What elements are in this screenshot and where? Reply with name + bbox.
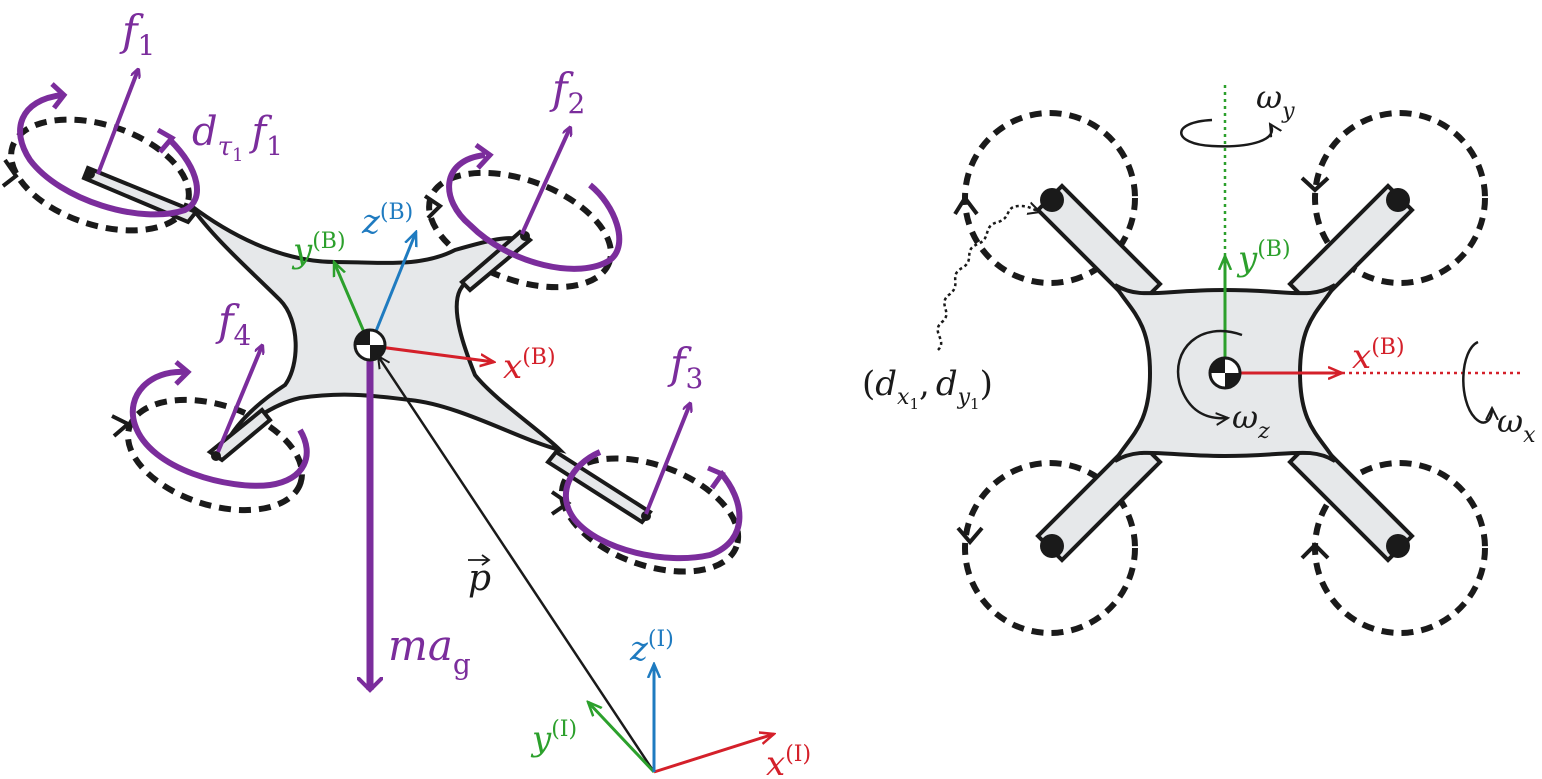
motor-3 xyxy=(641,511,651,521)
top-motor-2 xyxy=(1386,188,1410,212)
force-arrow-f3 xyxy=(644,404,690,515)
right-quadrotor-top-view: x(B) y(B) ωy ωz ωx (dx1,dy1) xyxy=(862,78,1536,636)
top-disk-arrow-2 xyxy=(1300,176,1330,193)
top-motor-1 xyxy=(1040,188,1064,212)
label-gravity: mag xyxy=(388,621,471,681)
body-axis-z xyxy=(368,232,416,347)
inertial-axis-y xyxy=(588,702,656,774)
motor-4 xyxy=(211,451,221,461)
arc-arrowhead-4 xyxy=(174,360,192,386)
label-offset: (dx1,dy1) xyxy=(862,364,993,413)
label-inertial-x: x(I) xyxy=(766,742,811,779)
label-top-y: y(B) xyxy=(1236,237,1291,279)
label-position: p xyxy=(468,554,491,599)
arc-arrowhead-1b xyxy=(156,127,176,154)
label-f2: f2 xyxy=(549,64,585,120)
label-f4: f4 xyxy=(215,296,251,352)
top-rotor-disk-3 xyxy=(962,460,1138,636)
body-axis-x xyxy=(371,344,494,362)
omega-x-ring xyxy=(1462,340,1492,424)
label-body-z: z(B) xyxy=(361,200,413,242)
force-arrow-f1 xyxy=(96,70,138,175)
vector-arrow-icon xyxy=(468,554,491,566)
disk-direction-arrow-4 xyxy=(111,414,132,438)
top-rotor-disk-2 xyxy=(1312,110,1488,286)
label-torque: dτ1f1 xyxy=(192,109,283,166)
force-arrow-f2 xyxy=(520,128,570,235)
top-disk-arrow-3 xyxy=(956,526,984,546)
label-f3: f3 xyxy=(667,339,703,395)
top-motor-3 xyxy=(1040,534,1064,558)
rotor-disk-4 xyxy=(125,396,305,514)
rotation-arcs xyxy=(17,92,743,562)
disk-direction-arrow-1 xyxy=(1,158,19,188)
label-inertial-z: z(I) xyxy=(629,627,674,669)
rotor-disk-3 xyxy=(558,455,742,575)
omega-z-arc xyxy=(1176,329,1243,418)
arc-arrowhead-2 xyxy=(474,142,494,170)
body-frame xyxy=(188,203,567,454)
top-disk-arrow-4 xyxy=(1300,542,1330,560)
disk-direction-arrow-2 xyxy=(423,194,444,220)
top-disk-arrow-1 xyxy=(953,194,979,216)
offset-leader-line xyxy=(936,206,1040,351)
label-omega-z: ωz xyxy=(1232,398,1270,444)
motor-1 xyxy=(85,169,95,179)
center-of-mass-icon xyxy=(353,328,387,362)
inertial-axis-x xyxy=(653,734,774,774)
left-quadrotor: f1 f2 f3 f4 dτ1f1 mag p x(B) y(B) z(B) x… xyxy=(1,6,811,779)
top-arms xyxy=(1035,183,1415,563)
label-top-x: x(B) xyxy=(1352,335,1405,377)
top-rotor-disk-4 xyxy=(1312,460,1488,636)
label-body-x: x(B) xyxy=(503,345,556,387)
label-f1: f1 xyxy=(119,6,155,62)
label-omega-y: ωy xyxy=(1256,78,1295,124)
force-arrow-f4 xyxy=(216,346,262,453)
label-inertial-y: y(I) xyxy=(530,717,577,759)
label-omega-x: ωx xyxy=(1497,402,1536,448)
arc-arrowhead-3 xyxy=(707,465,726,490)
omega-y-ring xyxy=(1180,118,1272,148)
position-vector xyxy=(378,356,656,773)
label-body-y: y(B) xyxy=(291,229,346,271)
svg-text:p: p xyxy=(468,558,491,599)
top-motor-4 xyxy=(1386,534,1410,558)
top-center-of-mass-icon xyxy=(1208,356,1242,390)
arc-arrowhead-1 xyxy=(50,82,68,110)
